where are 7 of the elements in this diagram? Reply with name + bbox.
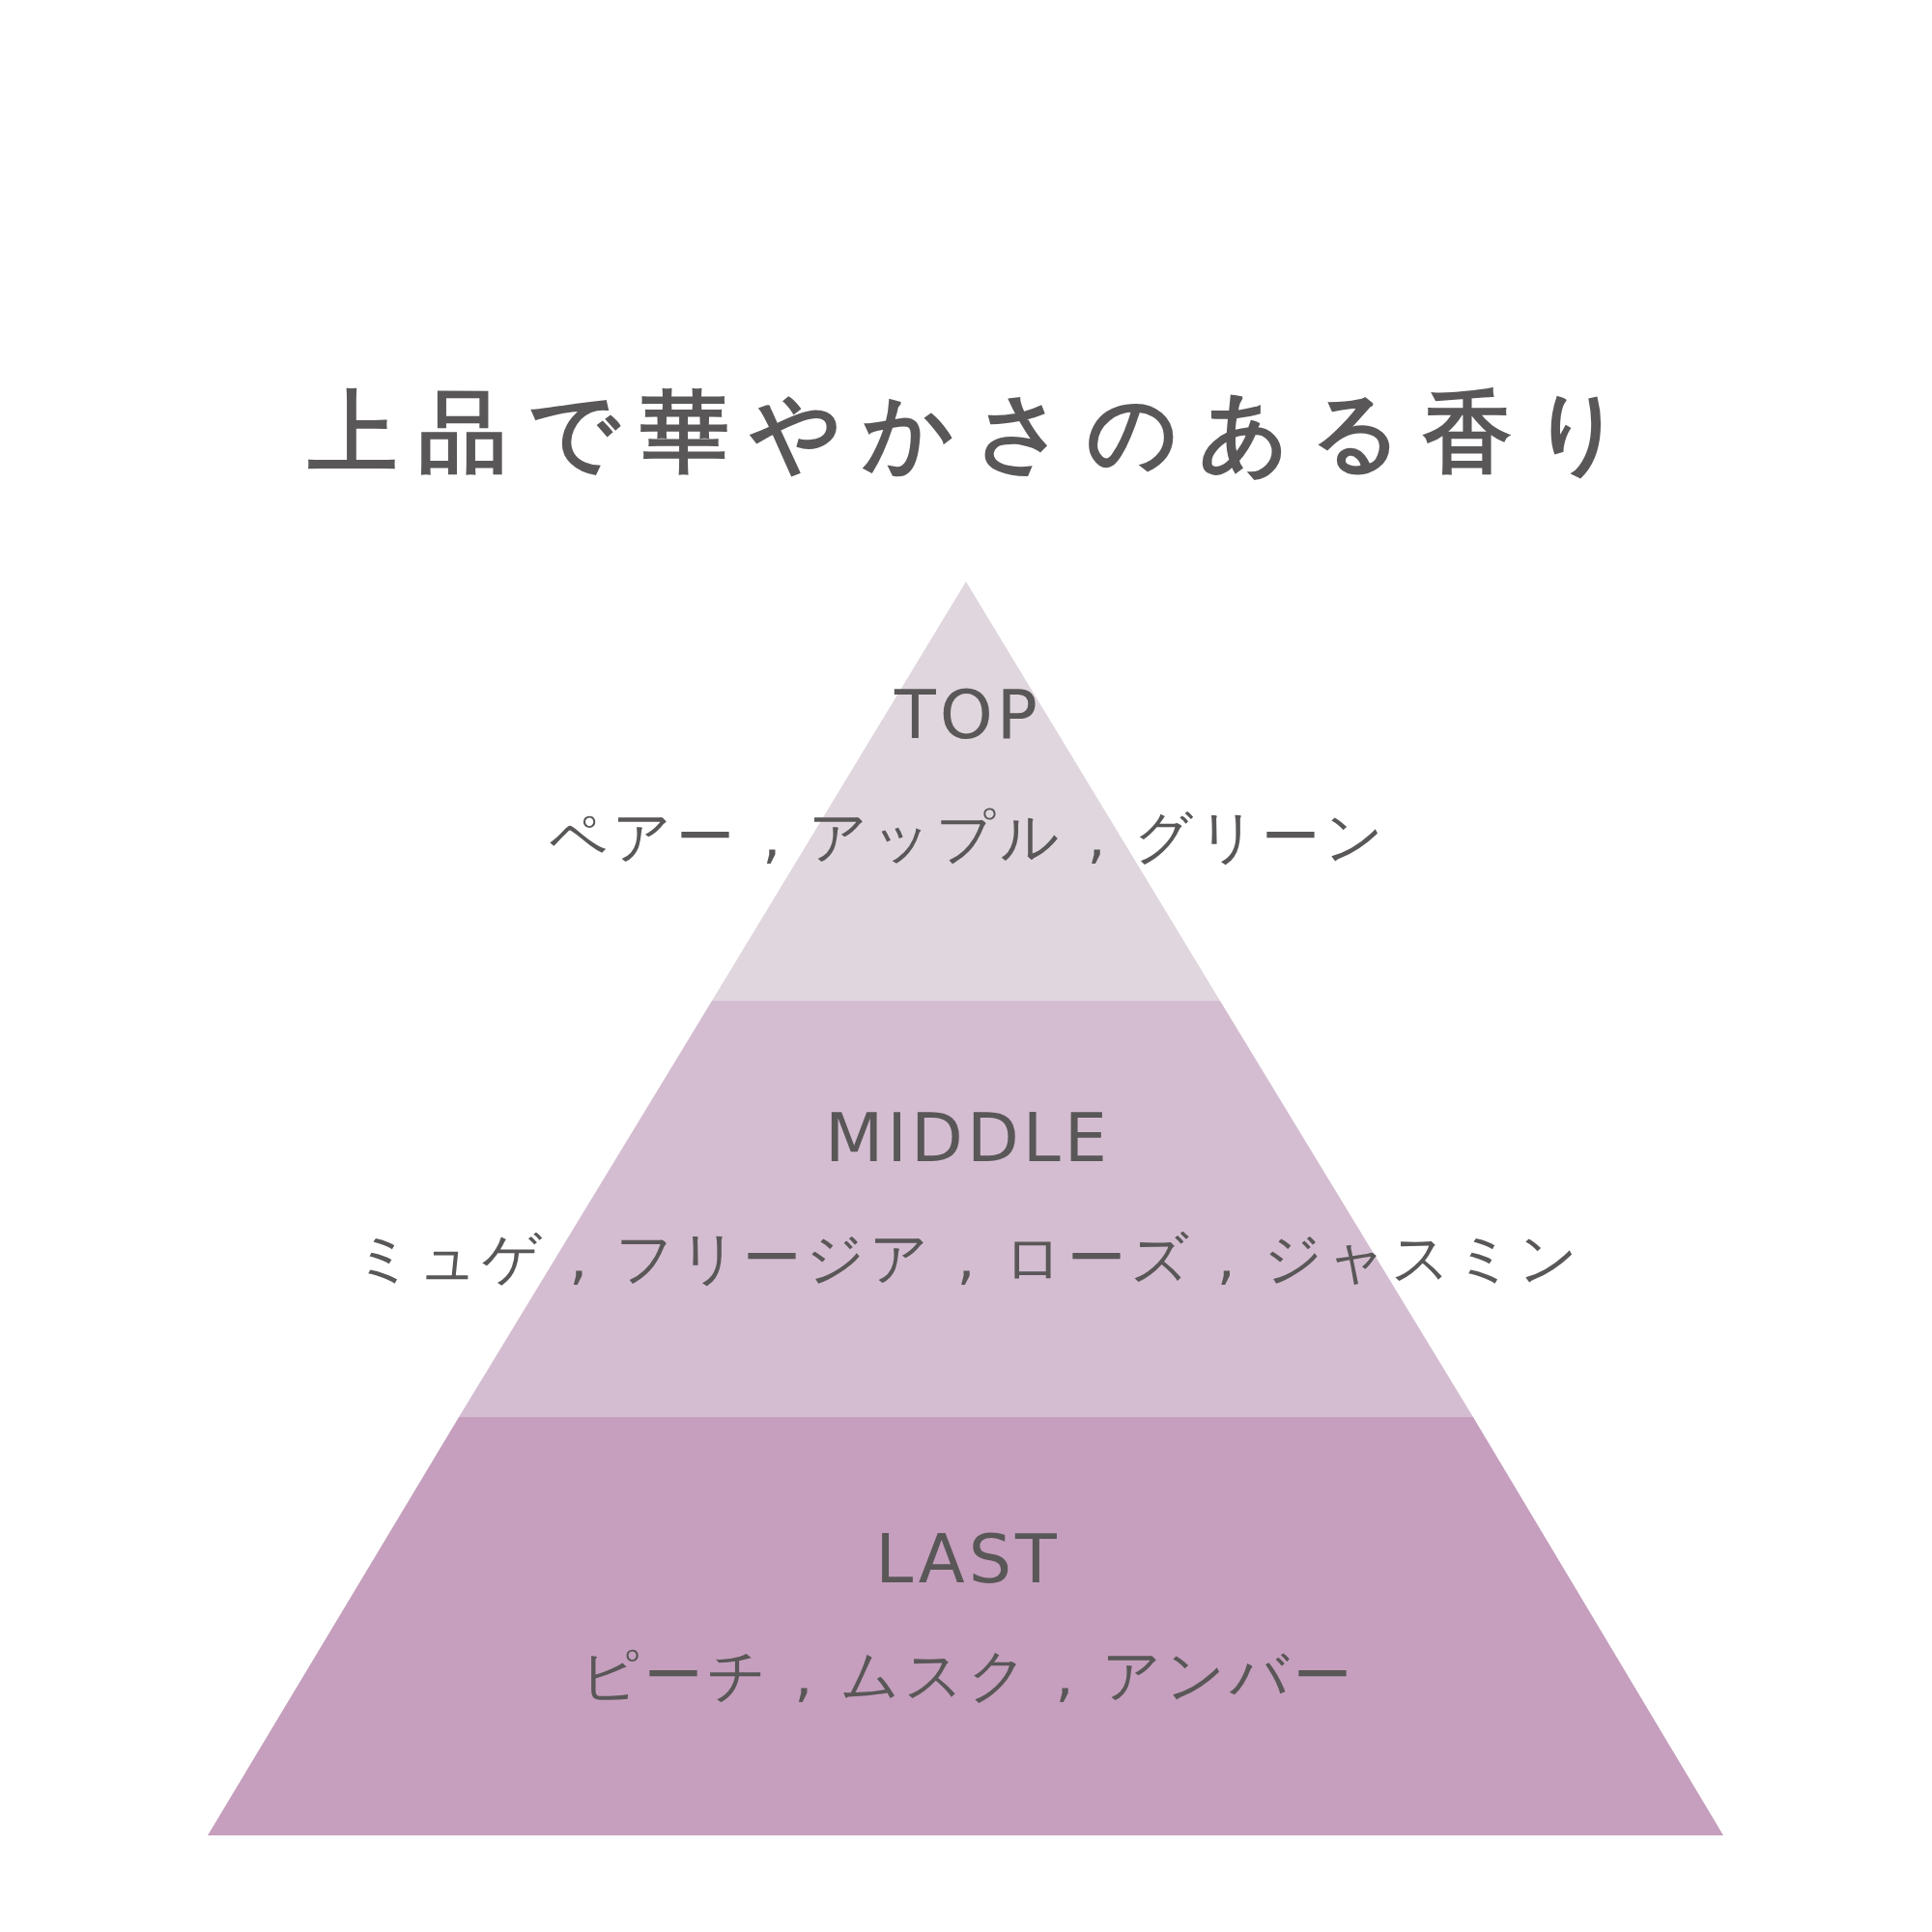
diagram-title: 上品で華やかさのある香り: [307, 379, 1645, 486]
tier-heading: TOP: [893, 674, 1042, 755]
note-list: ピーチ , ムスク , アンバー: [576, 1640, 1356, 1710]
tier-heading: MIDDLE: [823, 1097, 1112, 1179]
note-list: ペアー , アップル , グリーン: [544, 802, 1388, 871]
tier-heading: LAST: [874, 1519, 1061, 1600]
note-list: ミュゲ , フリージア , ローズ , ジャスミン: [350, 1223, 1582, 1293]
